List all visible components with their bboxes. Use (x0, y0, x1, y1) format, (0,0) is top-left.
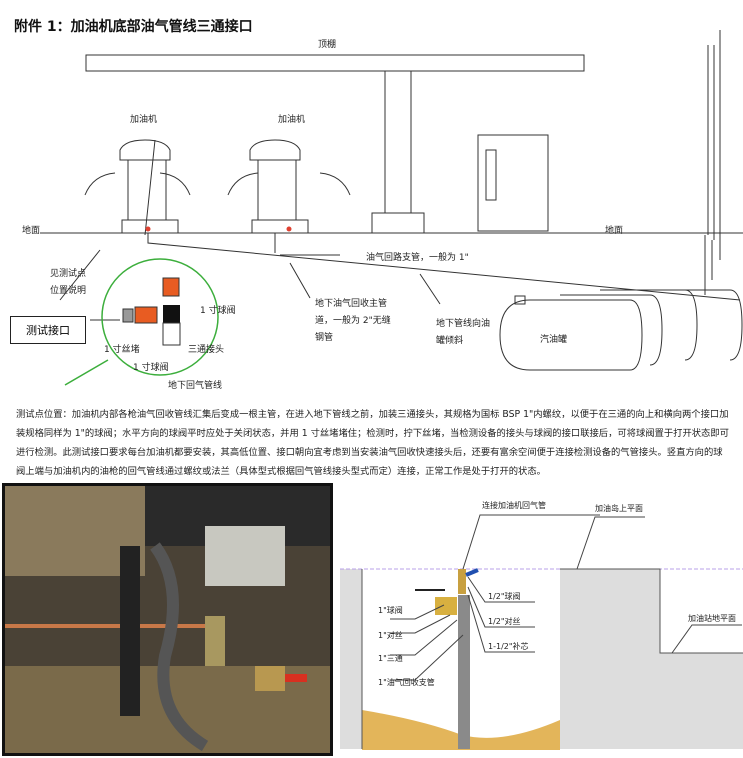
label-slope-2: 罐倾斜 (436, 336, 464, 346)
label-main-pipe-2: 道，一般为 2"无缝 (315, 316, 391, 326)
installation-section-drawing: 连接加油机回气管 加油岛上平面 加油站地平面 1"球阀 1"对丝 1"三通 1"… (340, 495, 743, 758)
label-ball-valve-top: 1 寸球阀 (200, 306, 236, 316)
pipeline-diagram (40, 30, 743, 386)
label-tee-1in: 1"三通 (378, 654, 403, 663)
canopy (85, 54, 585, 72)
label-nipple-half: 1/2"对丝 (488, 617, 521, 626)
label-nipple-1in: 1"对丝 (378, 631, 403, 640)
label-tank: 汽油罐 (540, 335, 568, 345)
label-ground-left: 地面 (22, 226, 41, 236)
label-island-top: 加油岛上平面 (595, 504, 643, 513)
label-ball-valve-half: 1/2"球阀 (488, 592, 521, 601)
label-branch-pipe: 油气回路支管，一般为 1" (366, 253, 469, 263)
label-plug: 1 寸丝堵 (104, 345, 140, 355)
label-ground-right: 地面 (605, 226, 624, 236)
label-dispenser-2: 加油机 (278, 115, 306, 125)
label-connect-return: 连接加油机回气管 (482, 501, 546, 510)
test-port-box: 测试接口 (10, 316, 86, 344)
installation-photo (2, 483, 333, 756)
label-bushing: 1-1/2"补芯 (488, 642, 529, 651)
label-station-ground: 加油站地平面 (688, 614, 736, 623)
label-tee: 三通接头 (188, 345, 225, 355)
label-canopy: 顶棚 (318, 40, 337, 50)
label-underground-return: 地下回气管线 (168, 381, 223, 391)
label-see-test-point-1: 见测试点 (50, 269, 87, 279)
label-see-test-point-2: 位置说明 (50, 286, 87, 296)
label-main-pipe-1: 地下油气回收主管 (315, 299, 388, 309)
label-dispenser-1: 加油机 (130, 115, 158, 125)
label-main-pipe-3: 钢管 (315, 333, 334, 343)
label-slope-1: 地下管线向油 (436, 319, 491, 329)
test-point-description: 测试点位置：加油机内部各枪油气回收管线汇集后变成一根主管，在进入地下管线之前，加… (16, 409, 729, 477)
label-branch-pipe-1in: 1"油气回收支管 (378, 678, 435, 687)
label-ball-valve: 1 寸球阀 (133, 363, 169, 373)
page-title: 附件 1：加油机底部油气管线三通接口 (14, 19, 253, 35)
label-ball-valve-1in: 1"球阀 (378, 606, 403, 615)
